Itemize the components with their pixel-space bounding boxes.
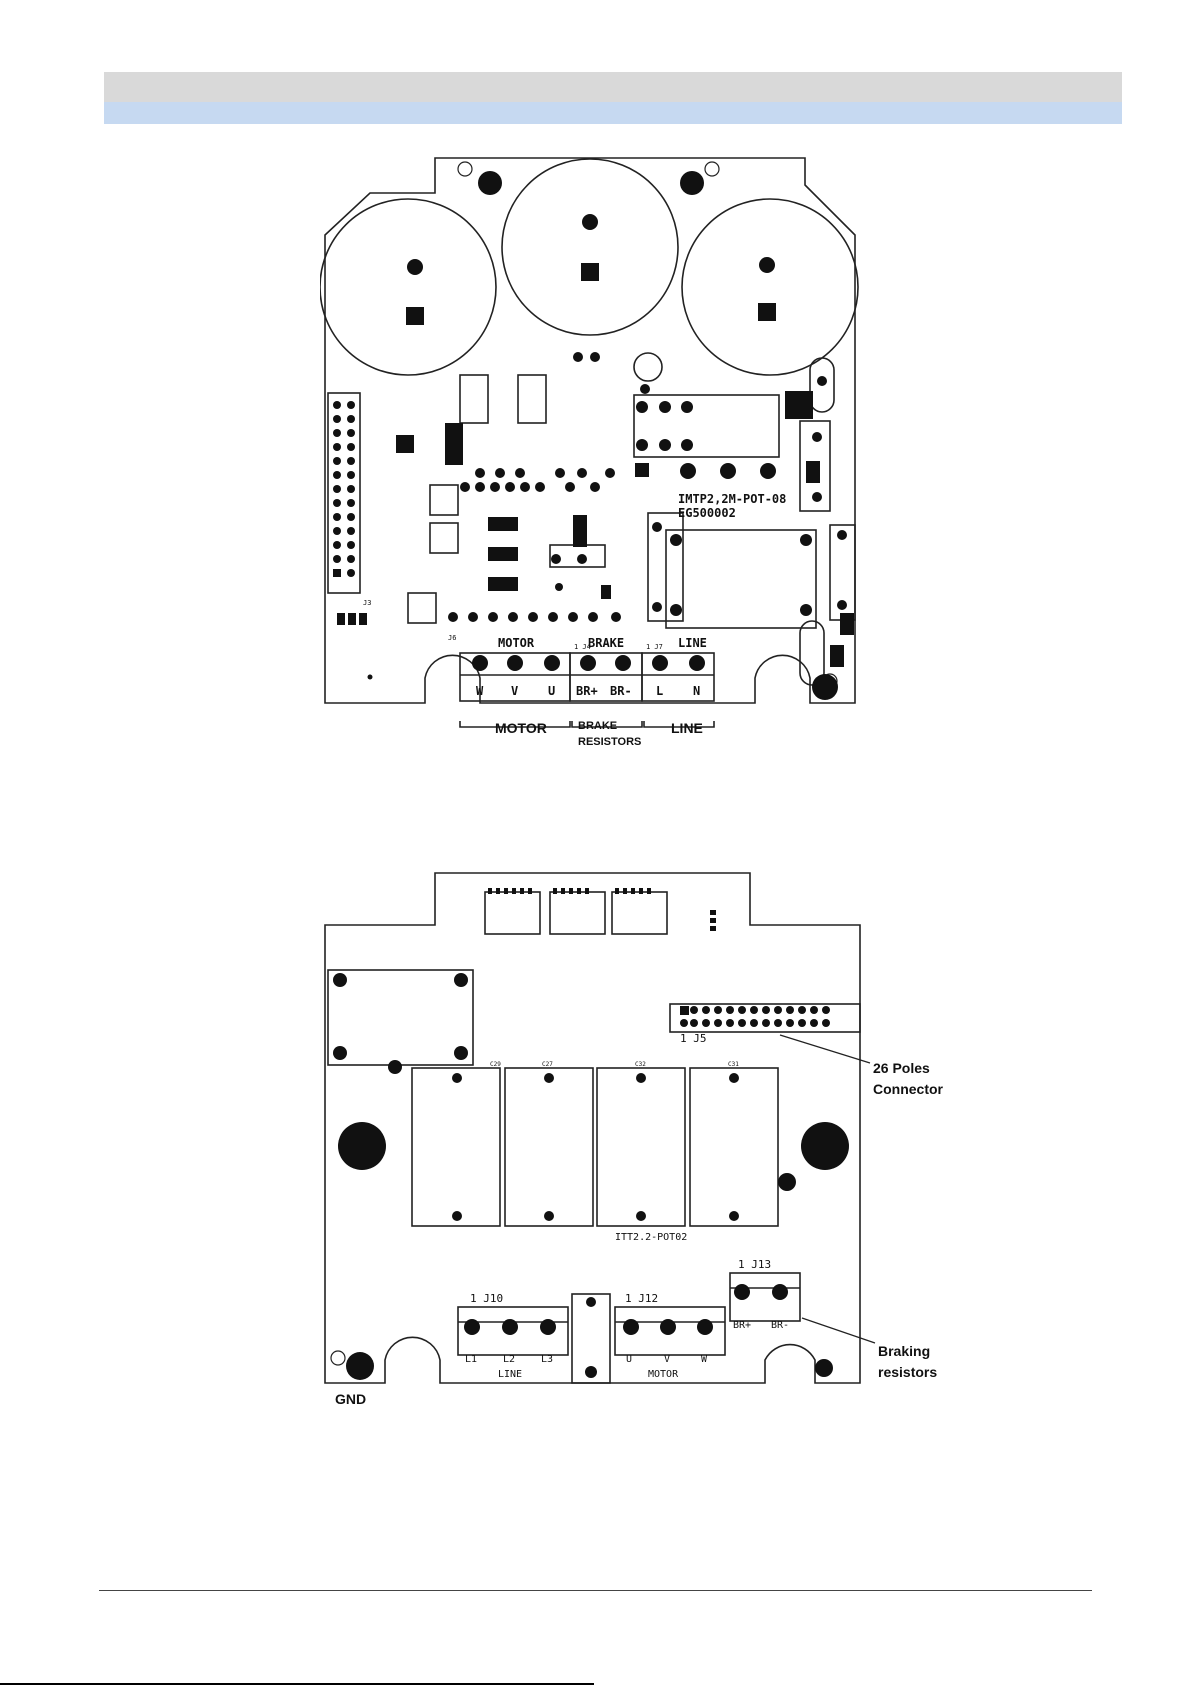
- bottom-pin-v: V: [664, 1354, 670, 1365]
- bottom-j13-label: 1 J13: [738, 1258, 771, 1271]
- label-brake-1: BRAKE: [578, 718, 617, 734]
- footer-rule: [99, 1590, 1092, 1591]
- top-conn-j7: 1 J7: [646, 643, 663, 651]
- bottom-pcb-drawing: ITT2.2-POT02 1 J5 1 J10 1 J12 1 J13 L1 L…: [320, 870, 880, 1415]
- top-pin-w: W: [476, 684, 484, 698]
- bottom-pin-l1: L1: [465, 1354, 477, 1365]
- bottom-silk-motor: MOTOR: [648, 1369, 679, 1380]
- top-pin-v: V: [511, 684, 518, 698]
- relay-rl1: [634, 395, 779, 457]
- bottom-pin-brplus: BR+: [733, 1320, 751, 1331]
- capacitor-c32: [597, 1068, 685, 1226]
- top-board-id-line2: EG500002: [678, 506, 736, 520]
- callout-braking: Braking: [878, 1341, 930, 1362]
- top-board-id-line1: IMTP2,2M-POT-08: [678, 492, 786, 506]
- bottom-pin-brminus: BR-: [771, 1320, 789, 1331]
- j3-connector: [328, 393, 360, 593]
- callout-gnd: GND: [335, 1389, 366, 1410]
- bottom-pin-l3: L3: [541, 1354, 553, 1365]
- bottom-pin-u: U: [626, 1354, 632, 1365]
- bulk-capacitor-center: [502, 159, 678, 335]
- capacitor-c31: [690, 1068, 778, 1226]
- top-pcb-outline: [435, 158, 855, 703]
- top-pin-brminus: BR-: [610, 684, 632, 698]
- bottom-j10-label: 1 J10: [470, 1292, 503, 1305]
- choke-l1: [666, 530, 816, 628]
- callout-connector: Connector: [873, 1079, 943, 1100]
- callout-26-poles: 26 Poles: [873, 1058, 930, 1079]
- bulk-capacitor-right: [682, 199, 858, 375]
- capacitor-c27: [505, 1068, 593, 1226]
- label-brake-2: RESISTORS: [578, 734, 641, 750]
- cap-label-c31: C31: [728, 1061, 739, 1068]
- bottom-j12-label: 1 J12: [625, 1292, 658, 1305]
- top-pin-u: U: [548, 684, 555, 698]
- bottom-silk-line: LINE: [498, 1369, 522, 1380]
- cap-label-c29: C29: [490, 1061, 501, 1068]
- top-conn-j3: J3: [363, 599, 371, 607]
- top-pcb-drawing: IMTP2,2M-POT-08 EG500002 MOTOR BRAKE LIN…: [320, 155, 870, 765]
- bulk-capacitor-left: [320, 199, 496, 375]
- bottom-pin-w: W: [701, 1354, 708, 1365]
- top-pin-l: L: [656, 684, 663, 698]
- header-band-blue: [104, 102, 1122, 124]
- header-band-gray: [104, 72, 1122, 102]
- top-silk-brake: BRAKE: [588, 636, 624, 650]
- top-silk-motor: MOTOR: [498, 636, 535, 650]
- top-pin-n: N: [693, 684, 700, 698]
- top-conn-j4: 1 J4: [574, 643, 591, 651]
- choke-bottom: [328, 970, 473, 1065]
- top-silk-line: LINE: [678, 636, 707, 650]
- top-conn-j6: J6: [448, 634, 456, 642]
- callout-resistors: resistors: [878, 1362, 937, 1383]
- capacitor-c29: [412, 1068, 500, 1226]
- cap-label-c32: C32: [635, 1061, 646, 1068]
- bottom-pin-l2: L2: [503, 1354, 515, 1365]
- label-motor: MOTOR: [495, 718, 547, 739]
- top-pin-brplus: BR+: [576, 684, 598, 698]
- label-line: LINE: [671, 718, 703, 739]
- cap-label-c27: C27: [542, 1061, 553, 1068]
- bottom-board-id: ITT2.2-POT02: [615, 1232, 687, 1243]
- bottom-j5-label: 1 J5: [680, 1032, 707, 1045]
